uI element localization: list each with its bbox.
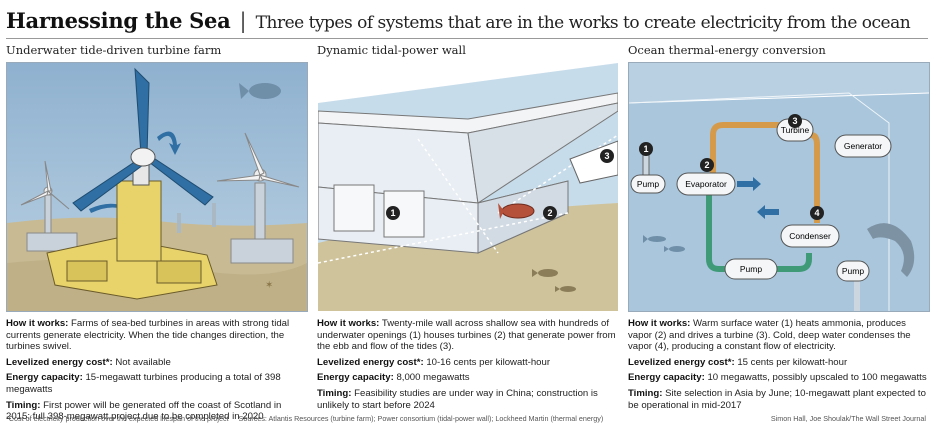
how-text: Twenty-mile wall across shallow sea with… [317, 318, 616, 353]
svg-text:1: 1 [643, 144, 648, 154]
cost-label: Levelized energy cost*: [628, 356, 735, 368]
background-turbine-left [20, 160, 78, 252]
pump-bottom: Pump [724, 258, 778, 280]
distant-turbine [177, 203, 216, 233]
credit: Simon Hall, Joe Shoulak/The Wall Street … [770, 414, 926, 423]
svg-text:Pump: Pump [740, 264, 762, 274]
starfish-icon: ✶ [265, 280, 273, 291]
marker-1: 1 [386, 206, 400, 220]
turbine-farm-illustration: ✶ [6, 62, 308, 312]
main-turbine-base [46, 180, 218, 300]
svg-text:3: 3 [792, 116, 797, 126]
svg-text:Condenser: Condenser [789, 231, 831, 241]
timing-text: First power will be generated off the co… [6, 399, 282, 423]
how-label: How it works: [317, 318, 380, 329]
marker-1: 1 [639, 142, 653, 156]
svg-text:4: 4 [814, 208, 819, 218]
cost-text: Not available [115, 356, 171, 368]
condenser: Condenser [780, 224, 840, 248]
panel-title: Ocean thermal-energy conversion [628, 43, 826, 57]
generator: Generator [834, 134, 892, 158]
panel-title: Dynamic tidal-power wall [317, 43, 466, 57]
marker-2: 2 [700, 158, 714, 172]
capacity-text: 8,000 megawatts [396, 372, 470, 384]
footnote: *Cost of electricity production over the… [6, 414, 603, 423]
fish-icon [643, 235, 685, 252]
capacity-label: Energy capacity: [628, 372, 705, 384]
cost-label: Levelized energy cost*: [317, 356, 424, 368]
timing-text: Site selection in Asia by June; 10-megaw… [628, 387, 926, 411]
fish-icon [239, 83, 281, 99]
panel-title: Underwater tide-driven turbine farm [6, 43, 222, 57]
timing-label: Timing: [6, 399, 41, 411]
capacity-label: Energy capacity: [6, 372, 83, 384]
svg-text:2: 2 [547, 208, 552, 218]
capacity-text: 10 megawatts, possibly upscaled to 100 m… [707, 372, 927, 384]
how-label: How it works: [628, 318, 691, 329]
cost-label: Levelized energy cost*: [6, 356, 113, 368]
panel-thermal-conversion: Ocean thermal-energy conversion [628, 42, 930, 411]
marker-3: 3 [600, 149, 614, 163]
svg-text:Turbine: Turbine [781, 125, 810, 135]
capacity-text: 15-megawatt turbines producing a total o… [6, 372, 281, 395]
panel-description: How it works: Farms of sea-bed turbines … [6, 318, 306, 427]
svg-text:Evaporator: Evaporator [685, 179, 727, 189]
marker-2: 2 [543, 206, 557, 220]
evaporator: Evaporator [676, 172, 736, 196]
timing-text: Feasibility studies are under way in Chi… [317, 387, 598, 411]
page-subtitle: Three types of systems that are in the w… [255, 13, 911, 33]
pump-left: Pump [630, 174, 666, 194]
svg-text:Pump: Pump [637, 179, 659, 189]
svg-text:1: 1 [390, 208, 395, 218]
page-title: Harnessing the Sea [6, 8, 231, 33]
marker-4: 4 [810, 206, 824, 220]
how-label: How it works: [6, 318, 69, 329]
marker-3: 3 [788, 114, 802, 128]
turbine-unit: Turbine [776, 118, 814, 142]
panel-turbine-farm: Underwater tide-driven turbine farm [6, 42, 308, 422]
how-text: Warm surface water (1) heats ammonia, pr… [628, 318, 911, 353]
title-separator: | [239, 9, 247, 33]
cost-text: 15 cents per kilowatt-hour [737, 356, 848, 368]
panel-description: How it works: Warm surface water (1) hea… [628, 318, 928, 415]
footnote-text: *Cost of electricity production over the… [6, 414, 229, 423]
pump-right: Pump [836, 260, 870, 282]
header: Harnessing the Sea | Three types of syst… [6, 8, 928, 38]
timing-label: Timing: [317, 387, 352, 399]
svg-text:3: 3 [604, 151, 609, 161]
cost-text: 10-16 cents per kilowatt-hour [426, 356, 551, 368]
panel-tidal-wall: Dynamic tidal-power wall [317, 42, 619, 411]
panel-description: How it works: Twenty-mile wall across sh… [317, 318, 617, 415]
timing-label: Timing: [628, 387, 663, 399]
main-turbine-rotor [72, 67, 214, 212]
wall-turbine [498, 203, 535, 219]
svg-text:2: 2 [704, 160, 709, 170]
dolphin-icon [867, 223, 915, 277]
how-text: Farms of sea-bed turbines in areas with … [6, 318, 290, 353]
capacity-label: Energy capacity: [317, 372, 394, 384]
fish-icon [532, 269, 576, 292]
svg-text:Pump: Pump [842, 266, 864, 276]
sources-text: Sources: Atlantis Resources (turbine far… [238, 414, 604, 423]
tidal-wall-illustration: 1 2 3 [317, 62, 619, 312]
header-rule [6, 38, 928, 39]
flow-arrow-icon [737, 177, 779, 219]
svg-text:Generator: Generator [844, 141, 882, 151]
thermal-conversion-illustration: Pump Evaporator Turbine Generator Conden… [628, 62, 930, 312]
background-turbine-right [216, 132, 300, 264]
